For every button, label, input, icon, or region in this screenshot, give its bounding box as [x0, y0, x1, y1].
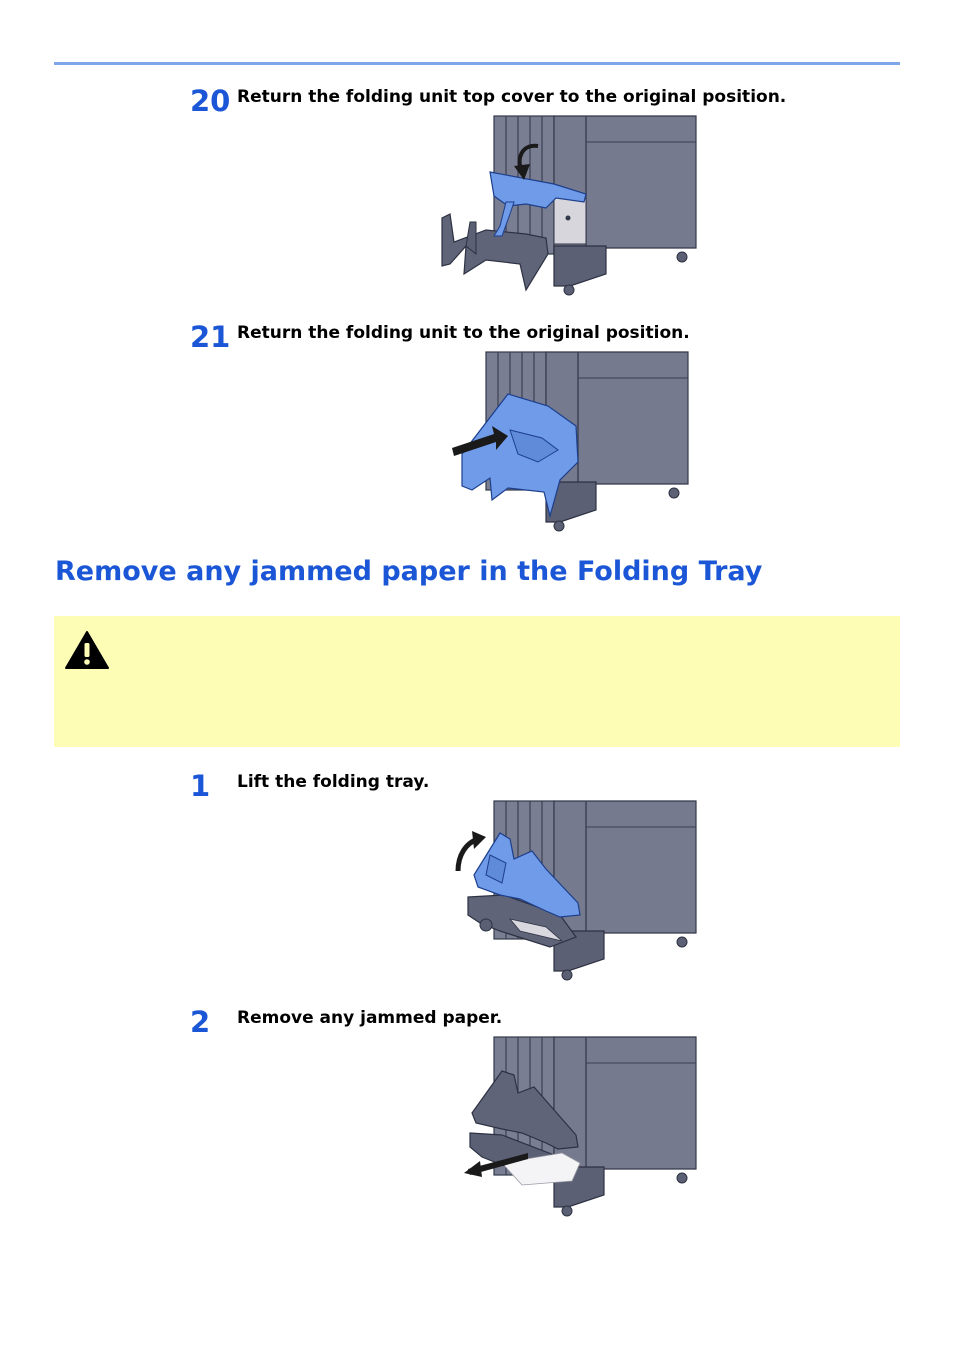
- remove-jammed-paper-illustration: [464, 1036, 697, 1217]
- step-21-text: Return the folding unit to the original …: [237, 323, 690, 343]
- substep-2-number: 2: [190, 1005, 211, 1039]
- folding-unit-return-illustration: [452, 351, 689, 532]
- lift-folding-tray-illustration: [455, 800, 697, 981]
- header-rule: [54, 62, 900, 65]
- substep-1-number: 1: [190, 769, 211, 803]
- substep-1-text: Lift the folding tray.: [237, 772, 430, 792]
- caution-box: [54, 616, 900, 747]
- folding-unit-top-cover-illustration: [441, 115, 697, 296]
- step-20-number: 20: [190, 84, 231, 118]
- warning-triangle-icon: [65, 631, 109, 669]
- section-title: Remove any jammed paper in the Folding T…: [55, 556, 763, 587]
- substep-2-text: Remove any jammed paper.: [237, 1008, 503, 1028]
- step-20-text: Return the folding unit top cover to the…: [237, 87, 787, 107]
- step-21-number: 21: [190, 320, 231, 354]
